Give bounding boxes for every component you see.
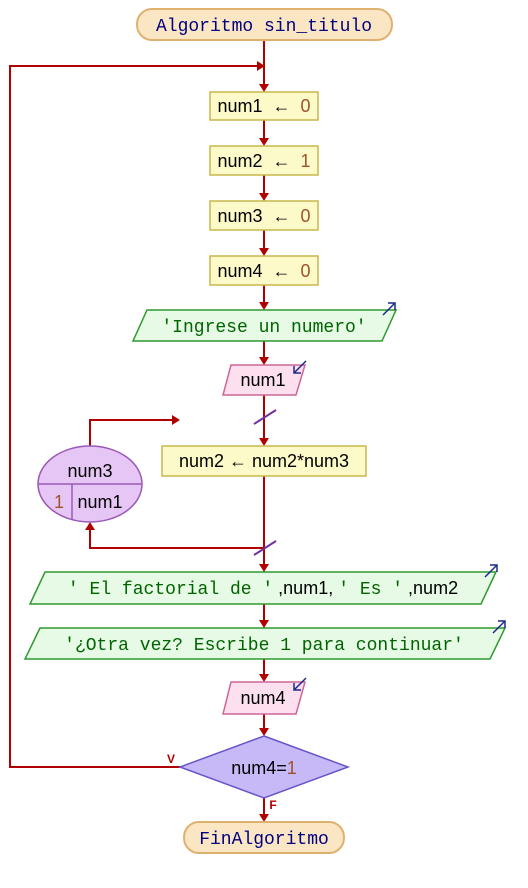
output-prompt-text: 'Ingrese un numero' <box>161 318 366 338</box>
loop-start-mark <box>253 409 277 425</box>
assign-arrow: ← <box>273 206 291 226</box>
assign-var: num3 <box>217 206 262 226</box>
algorithm-title: Algoritmo sin_titulo <box>156 17 372 37</box>
loop-end-value: num1 <box>77 492 122 512</box>
svg-text:num3 ← 0: num3 ← 0 <box>217 206 310 226</box>
output-arrow-icon <box>492 620 506 634</box>
for-loop-entry-line <box>89 419 172 446</box>
for-loop-node: num3 1 num1 <box>37 445 143 523</box>
svg-text:num4 ← 0: num4 ← 0 <box>217 261 310 281</box>
loop-body-text: num2 ← num2*num3 <box>179 451 349 471</box>
loop-start-value: 1 <box>54 492 64 512</box>
loop-variable: num3 <box>67 461 112 481</box>
input-var-text: num1 <box>240 370 285 390</box>
output-again-text: '¿Otra vez? Escribe 1 para continuar' <box>64 636 464 656</box>
assign-value: 1 <box>301 151 311 171</box>
output-again-box: '¿Otra vez? Escribe 1 para continuar' <box>23 620 507 660</box>
assign-num1-box: num1 ← 0 <box>209 91 319 121</box>
loop-body-box: num2 ← num2*num3 <box>161 445 367 477</box>
assign-var: num1 <box>217 96 262 116</box>
end-label: FinAlgoritmo <box>199 830 329 850</box>
assign-num3-box: num3 ← 0 <box>209 200 319 231</box>
output-arrow-icon <box>382 302 396 316</box>
assign-num2-box: num2 ← 1 <box>209 145 319 176</box>
connectors <box>9 40 277 822</box>
assign-num4-box: num4 ← 0 <box>209 255 319 286</box>
svg-text:num4=1: num4=1 <box>231 758 297 778</box>
assign-value: 0 <box>301 96 311 116</box>
assign-value: 0 <box>301 206 311 226</box>
assign-arrow: ← <box>273 96 291 116</box>
output-prompt-box: 'Ingrese un numero' <box>131 302 398 342</box>
output-result-box: ' El factorial de ' ,num1, ' Es ' ,num2 <box>28 564 498 605</box>
true-branch-label: V <box>167 752 175 766</box>
output-variable-part: ,num1, <box>278 578 333 598</box>
assign-arrow: ← <box>273 151 291 171</box>
end-terminator: FinAlgoritmo <box>183 821 345 854</box>
repeat-loop-back-line <box>9 65 257 768</box>
for-loop-return-line <box>89 530 264 549</box>
input-num4-box: num4 <box>222 677 307 715</box>
assign-var: num2 <box>217 151 262 171</box>
input-num1-box: num1 <box>222 360 307 396</box>
assign-value: 0 <box>301 261 311 281</box>
svg-text:num1 ← 0: num1 ← 0 <box>217 96 310 116</box>
assign-var: num4 <box>217 261 262 281</box>
svg-text:num2 ← 1: num2 ← 1 <box>217 151 310 171</box>
input-var-text: num4 <box>240 688 285 708</box>
output-string-part: ' El factorial de ' <box>68 580 273 600</box>
condition-left: num4= <box>231 758 287 778</box>
output-arrow-icon <box>484 564 498 578</box>
false-branch-label: F <box>269 798 276 812</box>
input-arrow-icon <box>293 677 307 691</box>
loop-end-mark <box>253 540 277 556</box>
decision-diamond: num4=1 V F <box>167 735 351 812</box>
start-terminator: Algoritmo sin_titulo <box>136 8 393 41</box>
svg-text:' El factorial de ' ,num: ' El factorial de ' ,num1, ' Es ' ,num2 <box>68 578 458 600</box>
output-variable-part: ,num2 <box>408 578 458 598</box>
assign-arrow: ← <box>273 261 291 281</box>
output-string-part: ' Es ' <box>338 580 403 600</box>
input-arrow-icon <box>293 360 307 374</box>
condition-right: 1 <box>287 758 297 778</box>
